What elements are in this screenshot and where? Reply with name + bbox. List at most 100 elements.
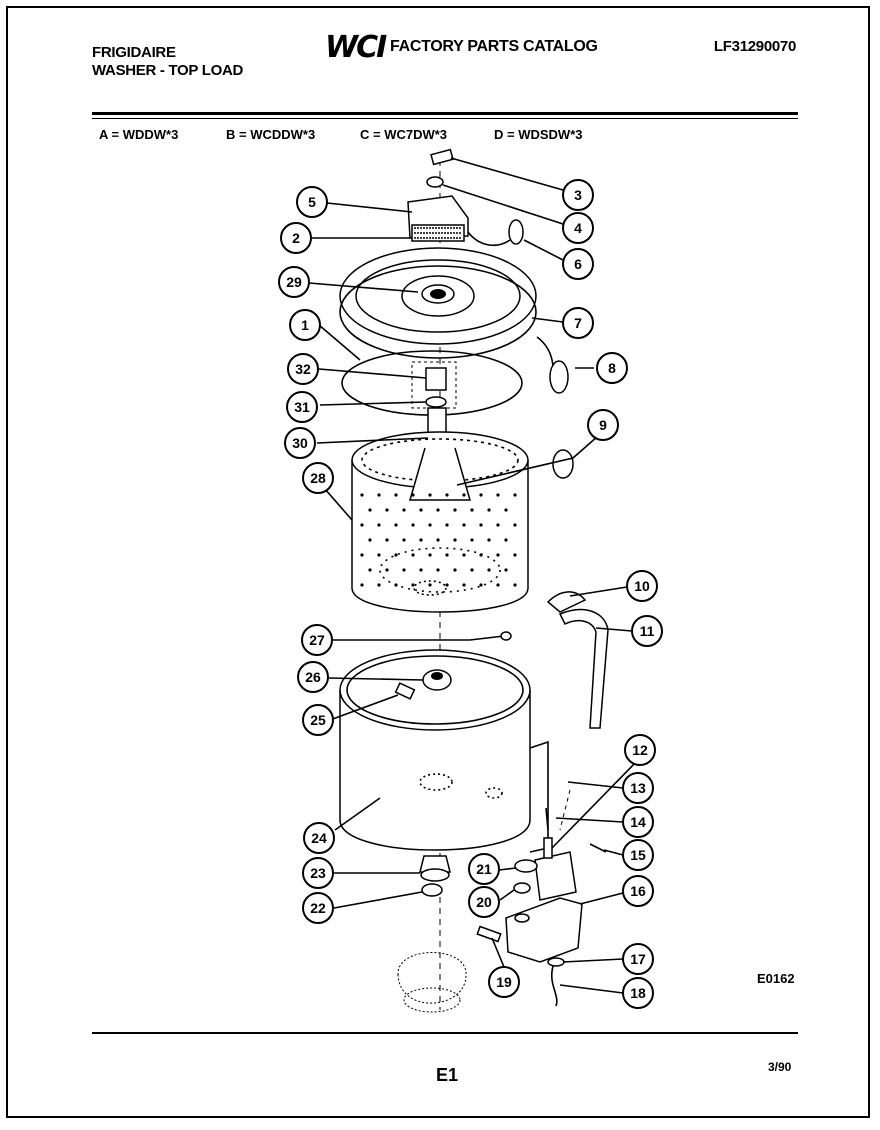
perforation-dot (402, 538, 406, 542)
svg-text:1: 1 (301, 317, 309, 333)
perforation-dot (504, 508, 508, 512)
perforation-dot (487, 508, 491, 512)
svg-text:4: 4 (574, 220, 582, 236)
callout-group: 1234567891011121314151617181920212223242… (278, 179, 663, 1009)
part-bolt-6 (467, 219, 524, 247)
part-pin-19 (476, 925, 502, 943)
perforation-dot (504, 538, 508, 542)
header-rule (92, 112, 798, 115)
perforation-dot (496, 523, 500, 527)
part-bolt-27 (500, 631, 512, 641)
callout-1: 1 (289, 309, 321, 341)
brand-name: FRIGIDAIRE (92, 44, 176, 61)
callout-14: 14 (622, 806, 654, 838)
part-clip-8 (536, 336, 569, 394)
brand-block: FRIGIDAIRE WASHER - TOP LOAD (92, 44, 243, 80)
callout-17: 17 (622, 943, 654, 975)
callout-20: 20 (468, 886, 500, 918)
svg-text:12: 12 (632, 742, 648, 758)
perforation-dot (487, 568, 491, 572)
perforation-dot (428, 583, 432, 587)
perforation-dot (436, 568, 440, 572)
perforation-dot (470, 538, 474, 542)
perforation-dot (411, 493, 415, 497)
svg-text:23: 23 (310, 865, 326, 881)
callout-7: 7 (562, 307, 594, 339)
perforation-dot (470, 508, 474, 512)
perforation-dot (385, 508, 389, 512)
perforation-dot (445, 583, 449, 587)
callout-11: 11 (631, 615, 663, 647)
svg-text:3: 3 (574, 187, 582, 203)
callout-3: 3 (562, 179, 594, 211)
perforation-dot (402, 508, 406, 512)
perforation-dot (411, 553, 415, 557)
part-ring-31 (425, 396, 447, 408)
perforation-dot (360, 553, 364, 557)
svg-text:8: 8 (608, 360, 616, 376)
callout-13: 13 (622, 772, 654, 804)
perforation-dot (377, 493, 381, 497)
perforation-dot (360, 493, 364, 497)
perforation-dot (428, 493, 432, 497)
guide-lines (547, 789, 571, 873)
perforation-dot (394, 523, 398, 527)
part-washer-4 (426, 176, 444, 188)
perforation-dot (462, 523, 466, 527)
callout-25: 25 (302, 704, 334, 736)
svg-text:5: 5 (308, 194, 316, 210)
model-d: D = WDSDW*3 (494, 127, 583, 142)
perforation-dot (419, 538, 423, 542)
catalog-part-number: LF31290070 (713, 38, 796, 55)
model-c: C = WC7DW*3 (360, 127, 448, 142)
perforation-dot (513, 523, 517, 527)
svg-text:20: 20 (476, 894, 492, 910)
callout-32: 32 (287, 353, 319, 385)
callout-2: 2 (280, 222, 312, 254)
callout-8: 8 (596, 352, 628, 384)
part-pump-outline (397, 952, 467, 1013)
perforation-dot (462, 493, 466, 497)
callout-24: 24 (303, 822, 335, 854)
perforation-dot (462, 583, 466, 587)
svg-text:27: 27 (309, 632, 325, 648)
part-hose-18 (551, 965, 558, 1007)
wci-logo: WCI (325, 30, 387, 65)
svg-text:6: 6 (574, 256, 582, 272)
part-cap-5 (407, 195, 469, 242)
perforation-dot (368, 508, 372, 512)
header-rule-thin (92, 118, 798, 119)
svg-text:2: 2 (292, 230, 300, 246)
perforation-dot (402, 568, 406, 572)
svg-text:19: 19 (496, 974, 512, 990)
callout-15: 15 (622, 839, 654, 871)
callout-4: 4 (562, 212, 594, 244)
svg-text:25: 25 (310, 712, 326, 728)
perforation-dot (453, 568, 457, 572)
part-coupling-23 (419, 855, 451, 882)
svg-text:21: 21 (476, 861, 492, 877)
svg-text:15: 15 (630, 847, 646, 863)
part-tube-14 (545, 807, 549, 831)
svg-text:26: 26 (305, 669, 321, 685)
svg-text:17: 17 (630, 951, 646, 967)
callout-12: 12 (624, 734, 656, 766)
part-mixing-valve-16 (505, 837, 583, 963)
perforation-dot (411, 523, 415, 527)
part-screw-9 (552, 449, 574, 479)
svg-text:9: 9 (599, 417, 607, 433)
perforation-dot (419, 568, 423, 572)
callout-5: 5 (296, 186, 328, 218)
part-screw-15 (589, 843, 607, 853)
footer-rule (92, 1032, 798, 1034)
perforation-dot (377, 553, 381, 557)
callout-28: 28 (302, 462, 334, 494)
perforation-dot (445, 493, 449, 497)
perforation-dot (496, 583, 500, 587)
callout-23: 23 (302, 857, 334, 889)
part-clamp-17 (547, 957, 565, 967)
svg-text:14: 14 (630, 814, 646, 830)
basket-perforations (360, 493, 517, 587)
detail-box (411, 361, 457, 409)
